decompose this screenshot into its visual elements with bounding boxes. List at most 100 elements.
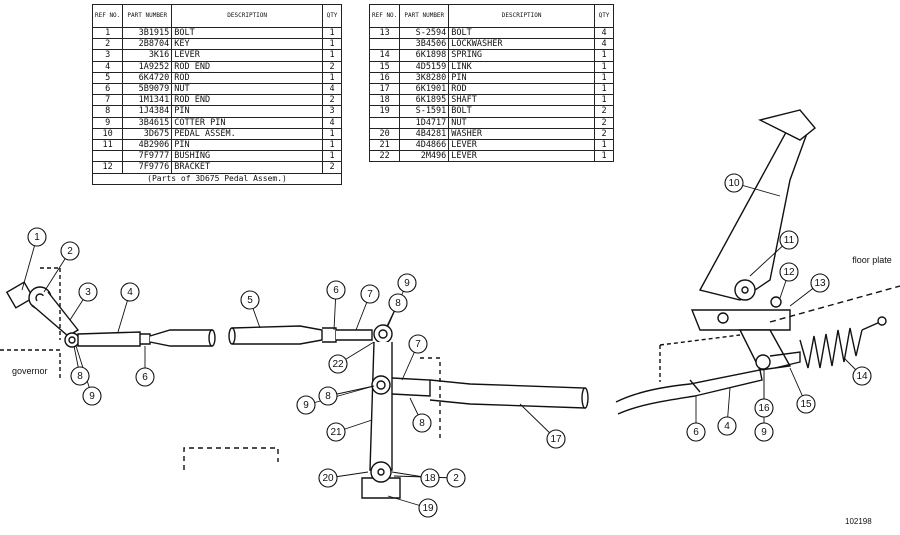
cell-part: 7F9777 <box>122 150 173 163</box>
cell-ref: 11 <box>91 139 124 152</box>
callout-number: 14 <box>856 371 868 382</box>
cell-ref: 1 <box>91 26 124 40</box>
table-note-row: (Parts of 3D675 Pedal Assem.) <box>92 172 342 185</box>
parts-note: (Parts of 3D675 Pedal Assem.) <box>92 172 342 185</box>
cell-qty: 1 <box>594 150 614 163</box>
callout-8: 8 <box>412 413 432 433</box>
cell-ref: 21 <box>368 139 401 152</box>
rod-center <box>228 325 373 345</box>
cell-part: 2B8704 <box>122 38 173 51</box>
cell-qty: 3 <box>322 105 342 118</box>
callout-number: 3 <box>85 287 91 298</box>
callout-11: 11 <box>779 230 799 250</box>
cell-qty: 1 <box>594 49 614 62</box>
cell-ref: 9 <box>91 116 124 129</box>
callout-number: 20 <box>322 473 334 484</box>
cell-ref: 6 <box>91 83 124 96</box>
callout-number: 8 <box>77 371 83 382</box>
cell-desc: LEVER <box>448 150 595 163</box>
cell-qty: 4 <box>594 38 614 51</box>
cell-qty: 2 <box>322 60 342 73</box>
callout-number: 9 <box>303 400 309 411</box>
frame-outline-dashed <box>183 447 279 470</box>
callout-5: 5 <box>240 290 260 310</box>
callout-number: 18 <box>424 473 436 484</box>
cell-qty: 4 <box>322 83 342 96</box>
rod-end-left <box>77 329 216 347</box>
callout-number: 9 <box>404 278 410 289</box>
cell-ref: 5 <box>91 71 124 85</box>
cell-part: 1A9252 <box>122 60 173 73</box>
callout-number: 19 <box>422 503 434 514</box>
callout-number: 17 <box>550 434 562 445</box>
table-header-row: REF NO. PART NUMBER DESCRIPTION QTY <box>91 4 342 28</box>
governor-label: governor <box>12 366 48 376</box>
callout-9: 9 <box>397 273 417 293</box>
callout-13: 13 <box>810 273 830 293</box>
cell-part: 4B2906 <box>122 139 173 152</box>
cell-qty: 1 <box>322 26 342 40</box>
cell-ref: 22 <box>368 150 401 163</box>
cell-ref: 16 <box>368 71 401 85</box>
callout-9: 9 <box>82 386 102 406</box>
cell-desc: BRACKET <box>171 161 323 174</box>
cell-ref: 3 <box>91 49 124 62</box>
drawing-number: 102198 <box>845 517 872 526</box>
cell-part: 4D5159 <box>399 60 450 73</box>
pedal-assembly <box>659 109 900 382</box>
callout-6: 6 <box>135 367 155 387</box>
callout-number: 6 <box>142 372 148 383</box>
rod-right <box>615 369 763 415</box>
callout-20: 20 <box>318 468 338 488</box>
cell-ref: 14 <box>368 49 401 62</box>
cell-part: 6K1895 <box>399 94 450 107</box>
cell-ref: 20 <box>368 127 401 141</box>
cell-part: 5B9079 <box>122 83 173 96</box>
spring <box>799 316 887 369</box>
cell-qty: 1 <box>594 71 614 85</box>
callout-number: 10 <box>728 178 740 189</box>
callout-21: 21 <box>326 422 346 442</box>
cell-ref: 8 <box>91 105 124 118</box>
header-ref: REF NO. <box>91 4 124 28</box>
cell-ref: 2 <box>91 38 124 51</box>
cell-qty: 2 <box>594 105 614 118</box>
callout-19: 19 <box>418 498 438 518</box>
callout-4: 4 <box>717 416 737 436</box>
callout-number: 4 <box>724 421 730 432</box>
cell-ref: 10 <box>91 127 124 141</box>
callout-15: 15 <box>796 394 816 414</box>
callout-number: 8 <box>325 391 331 402</box>
callout-22: 22 <box>328 354 348 374</box>
cell-part: 3K8280 <box>399 71 450 85</box>
cell-ref: 4 <box>91 60 124 73</box>
callout-10: 10 <box>724 173 744 193</box>
guide-dashed <box>420 357 441 440</box>
callout-2: 2 <box>446 468 466 488</box>
cell-qty: 1 <box>594 94 614 107</box>
callout-number: 21 <box>330 427 342 438</box>
cell-part: 6K1901 <box>399 83 450 96</box>
cell-qty: 1 <box>322 38 342 51</box>
callout-number: 5 <box>247 295 253 306</box>
cell-part: 6K4720 <box>122 71 173 85</box>
cell-qty: 4 <box>594 26 614 40</box>
callout-8: 8 <box>388 293 408 313</box>
cell-qty: 1 <box>594 139 614 152</box>
callout-7: 7 <box>360 284 380 304</box>
callout-6: 6 <box>326 280 346 300</box>
callout-number: 7 <box>367 289 373 300</box>
table-header-row: REF NO. PART NUMBER DESCRIPTION QTY <box>368 4 614 28</box>
callout-9: 9 <box>296 395 316 415</box>
cell-part: 3B1915 <box>122 26 173 40</box>
